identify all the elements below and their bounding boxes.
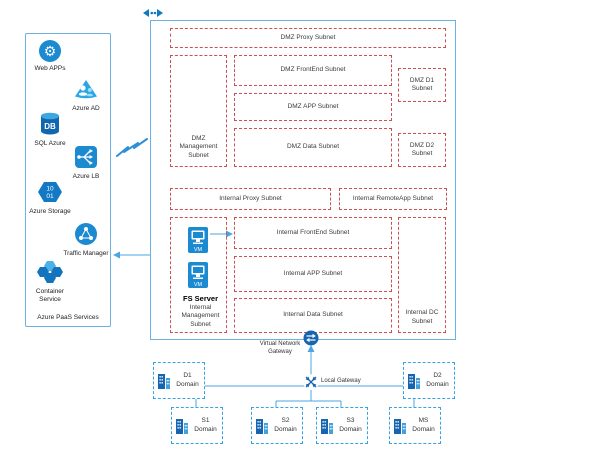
paas-item-label: Azure LB bbox=[72, 173, 100, 180]
connector-line-group bbox=[119, 233, 415, 407]
domain-box-ms: MS Domain bbox=[389, 407, 441, 444]
load-balancer-icon bbox=[75, 145, 97, 173]
paas-item-web-apps: ⚙ Web APPs bbox=[26, 39, 74, 73]
virtual-network-box: DMZ Proxy Subnet DMZ Management Subnet D… bbox=[150, 20, 456, 340]
vm-icon-text: VM bbox=[194, 282, 203, 288]
subnet-label: DMZ Data Subnet bbox=[286, 143, 340, 151]
gear-glyph: ⚙ bbox=[43, 43, 57, 59]
paas-item-label: SQL Azure bbox=[34, 140, 66, 147]
azure-paas-panel: ⚙ Web APPs Azure AD DB bbox=[25, 33, 111, 327]
paas-item-label: Traffic Manager bbox=[63, 250, 109, 257]
local-gateway-label: Local Gateway bbox=[321, 378, 361, 384]
virtual-network-gateway-icon bbox=[303, 330, 319, 346]
subnet-label: Internal DC Subnet bbox=[405, 309, 439, 325]
subnet-internal-management: VM VM FS Server Internal Management Subn… bbox=[170, 217, 227, 333]
building-icon bbox=[157, 372, 171, 390]
subnet-label: Internal Proxy Subnet bbox=[219, 194, 282, 202]
vm-icon: VM bbox=[188, 262, 208, 288]
subnet-dmz-d1: DMZ D1 Subnet bbox=[398, 68, 446, 102]
subnet-dmz-proxy: DMZ Proxy Subnet bbox=[170, 28, 446, 48]
virtual-network-icon bbox=[141, 6, 165, 20]
subnet-label: Internal APP Subnet bbox=[283, 269, 343, 277]
domain-box-s2: S2 Domain bbox=[251, 407, 303, 444]
subnet-internal-frontend: Internal FrontEnd Subnet bbox=[234, 217, 392, 249]
subnet-internal-remoteapp: Internal RemoteApp Subnet bbox=[339, 188, 447, 210]
subnet-dmz-app: DMZ APP Subnet bbox=[234, 93, 392, 121]
building-icon bbox=[393, 417, 407, 435]
subnet-label: DMZ Management Subnet bbox=[179, 134, 218, 159]
subnet-label: Internal FrontEnd Subnet bbox=[276, 228, 350, 236]
subnet-label: DMZ D1 Subnet bbox=[409, 76, 435, 92]
paas-item-label: Container Service bbox=[35, 288, 65, 303]
paas-panel-title: Azure PaaS Services bbox=[37, 314, 99, 321]
building-icon bbox=[320, 417, 334, 435]
domain-box-d2: D2 Domain bbox=[403, 362, 455, 399]
paas-item-traffic-manager: Traffic Manager bbox=[62, 222, 110, 258]
subnet-dmz-management: DMZ Management Subnet bbox=[170, 55, 227, 167]
subnet-dmz-frontend: DMZ FrontEnd Subnet bbox=[234, 55, 392, 86]
paas-item-azure-lb: Azure LB bbox=[62, 145, 110, 181]
lightning-connection-icon bbox=[116, 138, 148, 157]
storage-icon-text-top: 10 bbox=[46, 185, 54, 192]
subnet-internal-app: Internal APP Subnet bbox=[234, 256, 392, 292]
domain-box-s3: S3 Domain bbox=[316, 407, 368, 444]
connector-arrowheads bbox=[113, 230, 315, 352]
paas-item-label: Azure AD bbox=[72, 105, 100, 112]
paas-item-label: Azure Storage bbox=[29, 208, 71, 215]
subnet-internal-proxy: Internal Proxy Subnet bbox=[170, 188, 331, 210]
subnet-dmz-data: DMZ Data Subnet bbox=[234, 128, 392, 167]
paas-item-azure-ad: Azure AD bbox=[62, 79, 110, 113]
subnet-label: DMZ D2 Subnet bbox=[409, 141, 435, 157]
virtual-network-gateway-label: Virtual Network Gateway bbox=[259, 341, 301, 355]
domain-box-s1: S1 Domain bbox=[171, 407, 223, 444]
domain-label: D1 Domain bbox=[176, 372, 199, 388]
subnet-internal-dc: Internal DC Subnet bbox=[398, 217, 446, 333]
subnet-label: DMZ Proxy Subnet bbox=[280, 33, 336, 41]
domain-label: MS Domain bbox=[412, 417, 435, 433]
storage-icon: 10 01 bbox=[38, 181, 62, 208]
building-icon bbox=[255, 417, 269, 435]
traffic-manager-icon bbox=[75, 222, 97, 250]
building-icon bbox=[175, 417, 189, 435]
subnet-internal-data: Internal Data Subnet bbox=[234, 298, 392, 333]
domain-label: S1 Domain bbox=[194, 417, 217, 433]
fs-server-label: FS Server bbox=[182, 294, 219, 303]
paas-item-azure-storage: 10 01 Azure Storage bbox=[26, 181, 74, 216]
building-icon bbox=[407, 372, 421, 390]
subnet-label: Internal RemoteApp Subnet bbox=[352, 194, 434, 202]
domain-label: S2 Domain bbox=[274, 417, 297, 433]
web-apps-icon: ⚙ bbox=[39, 40, 61, 62]
subnet-label: DMZ FrontEnd Subnet bbox=[280, 66, 346, 74]
domain-box-d1: D1 Domain bbox=[153, 362, 205, 399]
paas-item-sql-azure: DB SQL Azure bbox=[26, 112, 74, 148]
local-gateway-icon bbox=[303, 374, 319, 390]
domain-label: D2 Domain bbox=[426, 372, 449, 388]
container-service-icon bbox=[37, 260, 63, 288]
vm-icon: VM bbox=[188, 227, 208, 253]
paas-item-label: Web APPs bbox=[34, 65, 66, 72]
subnet-label: Internal Data Subnet bbox=[283, 311, 343, 319]
vm-icon-text: VM bbox=[194, 247, 203, 253]
storage-icon-text-bottom: 01 bbox=[46, 193, 54, 200]
azure-ad-icon bbox=[74, 79, 98, 104]
sql-database-icon: DB bbox=[39, 112, 61, 141]
subnet-dmz-d2: DMZ D2 Subnet bbox=[398, 133, 446, 167]
paas-item-container-service: Container Service bbox=[26, 260, 74, 304]
subnet-label: Internal Management Subnet bbox=[181, 303, 220, 328]
subnet-label: DMZ APP Subnet bbox=[287, 102, 339, 110]
db-icon-text: DB bbox=[44, 122, 56, 131]
domain-label: S3 Domain bbox=[339, 417, 362, 433]
